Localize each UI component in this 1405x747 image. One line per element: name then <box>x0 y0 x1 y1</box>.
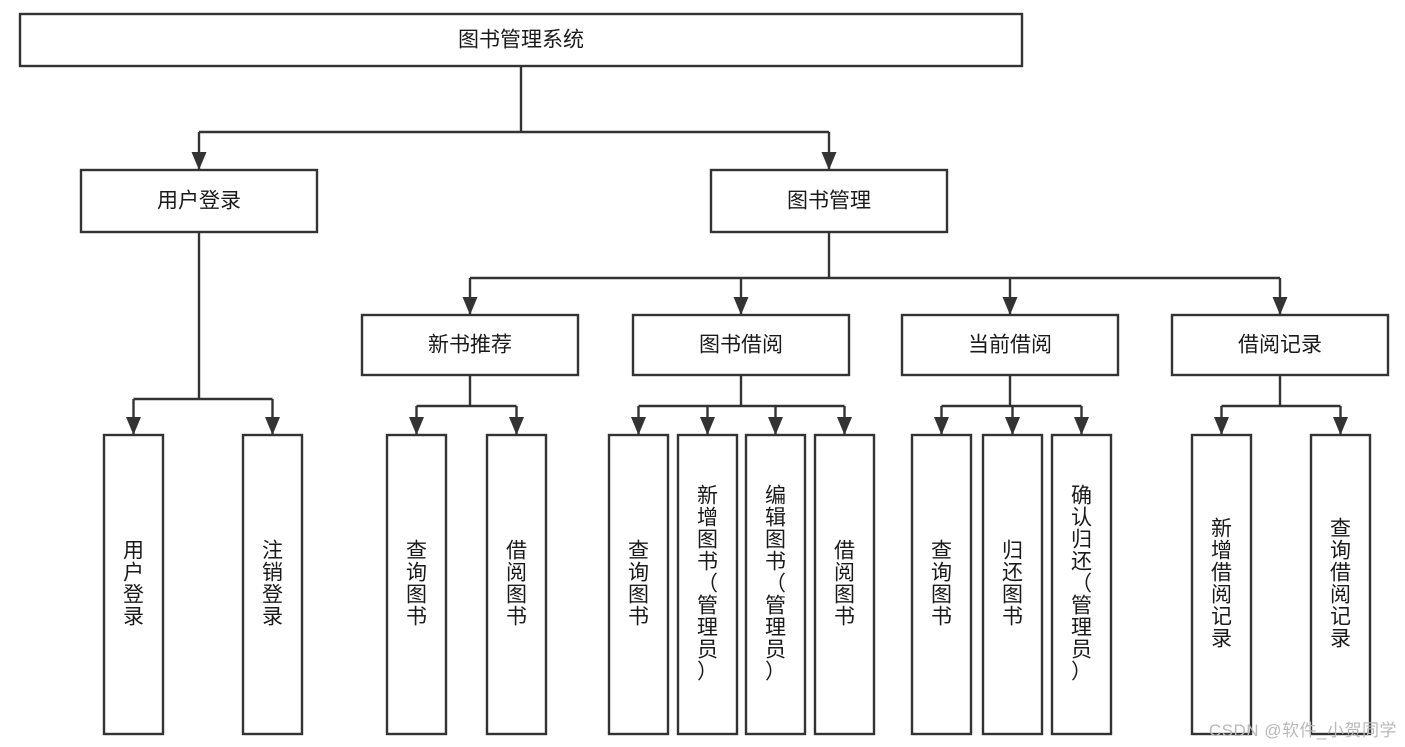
arrow-head-icon <box>837 417 852 435</box>
node-label-leaf-edit-book: 编辑图书（管理员） <box>765 485 786 684</box>
node-leaf-return-book[interactable]: 归还图书 <box>981 433 1044 736</box>
node-box-leaf-confirm-return <box>1050 433 1113 736</box>
connector-c-bookmanage-bus <box>462 232 1288 315</box>
node-root[interactable]: 图书管理系统 <box>18 12 1024 68</box>
node-leaf-add-book[interactable]: 新增图书（管理员） <box>676 433 739 736</box>
node-label-leaf-add-book: 新增图书（管理员） <box>697 485 718 684</box>
arrow-head-icon <box>265 417 280 435</box>
arrow-head-icon <box>1272 297 1288 315</box>
node-leaf-query-book-2[interactable]: 查询图书 <box>607 433 670 736</box>
node-label-current-borrow: 当前借阅 <box>968 334 1052 357</box>
arrow-head-icon <box>409 417 424 435</box>
arrow-head-icon <box>462 297 478 315</box>
node-label-leaf-add-borrow-record: 新增借阅记录 <box>1211 518 1232 651</box>
node-book-borrow[interactable]: 图书借阅 <box>631 313 851 377</box>
node-label-leaf-query-book-3: 查询图书 <box>931 540 952 629</box>
arrow-head-icon <box>509 417 524 435</box>
node-borrow-record[interactable]: 借阅记录 <box>1170 313 1390 377</box>
arrow-head-icon <box>768 417 783 435</box>
node-leaf-query-book-1[interactable]: 查询图书 <box>385 433 448 736</box>
node-box-leaf-user-login <box>102 433 165 736</box>
arrow-head-icon <box>700 417 715 435</box>
node-label-leaf-query-book-1: 查询图书 <box>406 540 427 629</box>
node-leaf-edit-book[interactable]: 编辑图书（管理员） <box>744 433 807 736</box>
arrow-head-icon <box>191 152 207 170</box>
node-leaf-query-borrow-record[interactable]: 查询借阅记录 <box>1309 433 1372 736</box>
node-current-borrow[interactable]: 当前借阅 <box>900 313 1120 377</box>
node-box-root <box>18 12 1024 68</box>
node-box-leaf-edit-book <box>744 433 807 736</box>
node-box-book-borrow <box>631 313 851 377</box>
node-layer: 图书管理系统用户登录图书管理新书推荐图书借阅当前借阅借阅记录用户登录注销登录查询… <box>18 12 1390 736</box>
node-box-book-manage <box>709 168 949 234</box>
connector-c-newbook-bus <box>409 375 524 435</box>
node-label-user-login: 用户登录 <box>157 190 241 213</box>
arrow-head-icon <box>1333 417 1348 435</box>
node-label-leaf-user-login: 用户登录 <box>123 540 144 629</box>
node-box-leaf-add-borrow-record <box>1190 433 1253 736</box>
arrow-head-icon <box>733 297 749 315</box>
connector-c-currentborrow-bus <box>934 375 1089 435</box>
connector-c-borrowrecord-bus <box>1214 375 1348 435</box>
node-box-leaf-query-book-2 <box>607 433 670 736</box>
node-box-current-borrow <box>900 313 1120 377</box>
node-leaf-query-book-3[interactable]: 查询图书 <box>910 433 973 736</box>
node-label-leaf-logout: 注销登录 <box>262 540 283 629</box>
node-box-leaf-query-book-3 <box>910 433 973 736</box>
node-label-book-borrow: 图书借阅 <box>699 334 783 357</box>
node-label-borrow-record: 借阅记录 <box>1238 334 1322 357</box>
node-box-new-book-recommend <box>360 313 580 377</box>
arrow-head-icon <box>821 152 837 170</box>
arrow-head-icon <box>1002 297 1018 315</box>
node-label-leaf-query-borrow-record: 查询借阅记录 <box>1330 518 1351 651</box>
connector-c-userlogin-bus <box>126 232 280 435</box>
node-leaf-logout[interactable]: 注销登录 <box>241 433 304 736</box>
node-leaf-borrow-book-2[interactable]: 借阅图书 <box>813 433 876 736</box>
node-leaf-borrow-book-1[interactable]: 借阅图书 <box>485 433 548 736</box>
node-box-leaf-borrow-book-1 <box>485 433 548 736</box>
node-new-book-recommend[interactable]: 新书推荐 <box>360 313 580 377</box>
node-leaf-add-borrow-record[interactable]: 新增借阅记录 <box>1190 433 1253 736</box>
node-box-leaf-return-book <box>981 433 1044 736</box>
node-label-leaf-confirm-return: 确认归还（管理员） <box>1071 485 1092 684</box>
arrow-head-icon <box>1074 417 1089 435</box>
node-box-user-login <box>79 168 319 234</box>
connector-layer <box>126 66 1348 435</box>
node-label-leaf-borrow-book-2: 借阅图书 <box>834 540 855 629</box>
node-book-manage[interactable]: 图书管理 <box>709 168 949 234</box>
node-label-leaf-query-book-2: 查询图书 <box>628 540 649 629</box>
node-box-leaf-add-book <box>676 433 739 736</box>
arrow-head-icon <box>126 417 141 435</box>
node-box-leaf-logout <box>241 433 304 736</box>
node-box-leaf-borrow-book-2 <box>813 433 876 736</box>
node-box-borrow-record <box>1170 313 1390 377</box>
node-label-new-book-recommend: 新书推荐 <box>428 334 512 357</box>
node-label-root: 图书管理系统 <box>458 29 584 52</box>
arrow-head-icon <box>631 417 646 435</box>
node-label-leaf-return-book: 归还图书 <box>1002 540 1023 629</box>
node-box-leaf-query-book-1 <box>385 433 448 736</box>
node-label-leaf-borrow-book-1: 借阅图书 <box>506 540 527 629</box>
arrow-head-icon <box>1005 417 1020 435</box>
node-leaf-user-login[interactable]: 用户登录 <box>102 433 165 736</box>
connector-c-bookborrow-bus <box>631 375 852 435</box>
arrow-head-icon <box>1214 417 1229 435</box>
node-leaf-confirm-return[interactable]: 确认归还（管理员） <box>1050 433 1113 736</box>
node-user-login[interactable]: 用户登录 <box>79 168 319 234</box>
csdn-watermark: CSDN @软件_小贺同学 <box>1208 721 1397 740</box>
node-label-book-manage: 图书管理 <box>787 190 871 213</box>
connector-c-root-bus <box>191 66 837 170</box>
arrow-head-icon <box>934 417 949 435</box>
node-box-leaf-query-borrow-record <box>1309 433 1372 736</box>
